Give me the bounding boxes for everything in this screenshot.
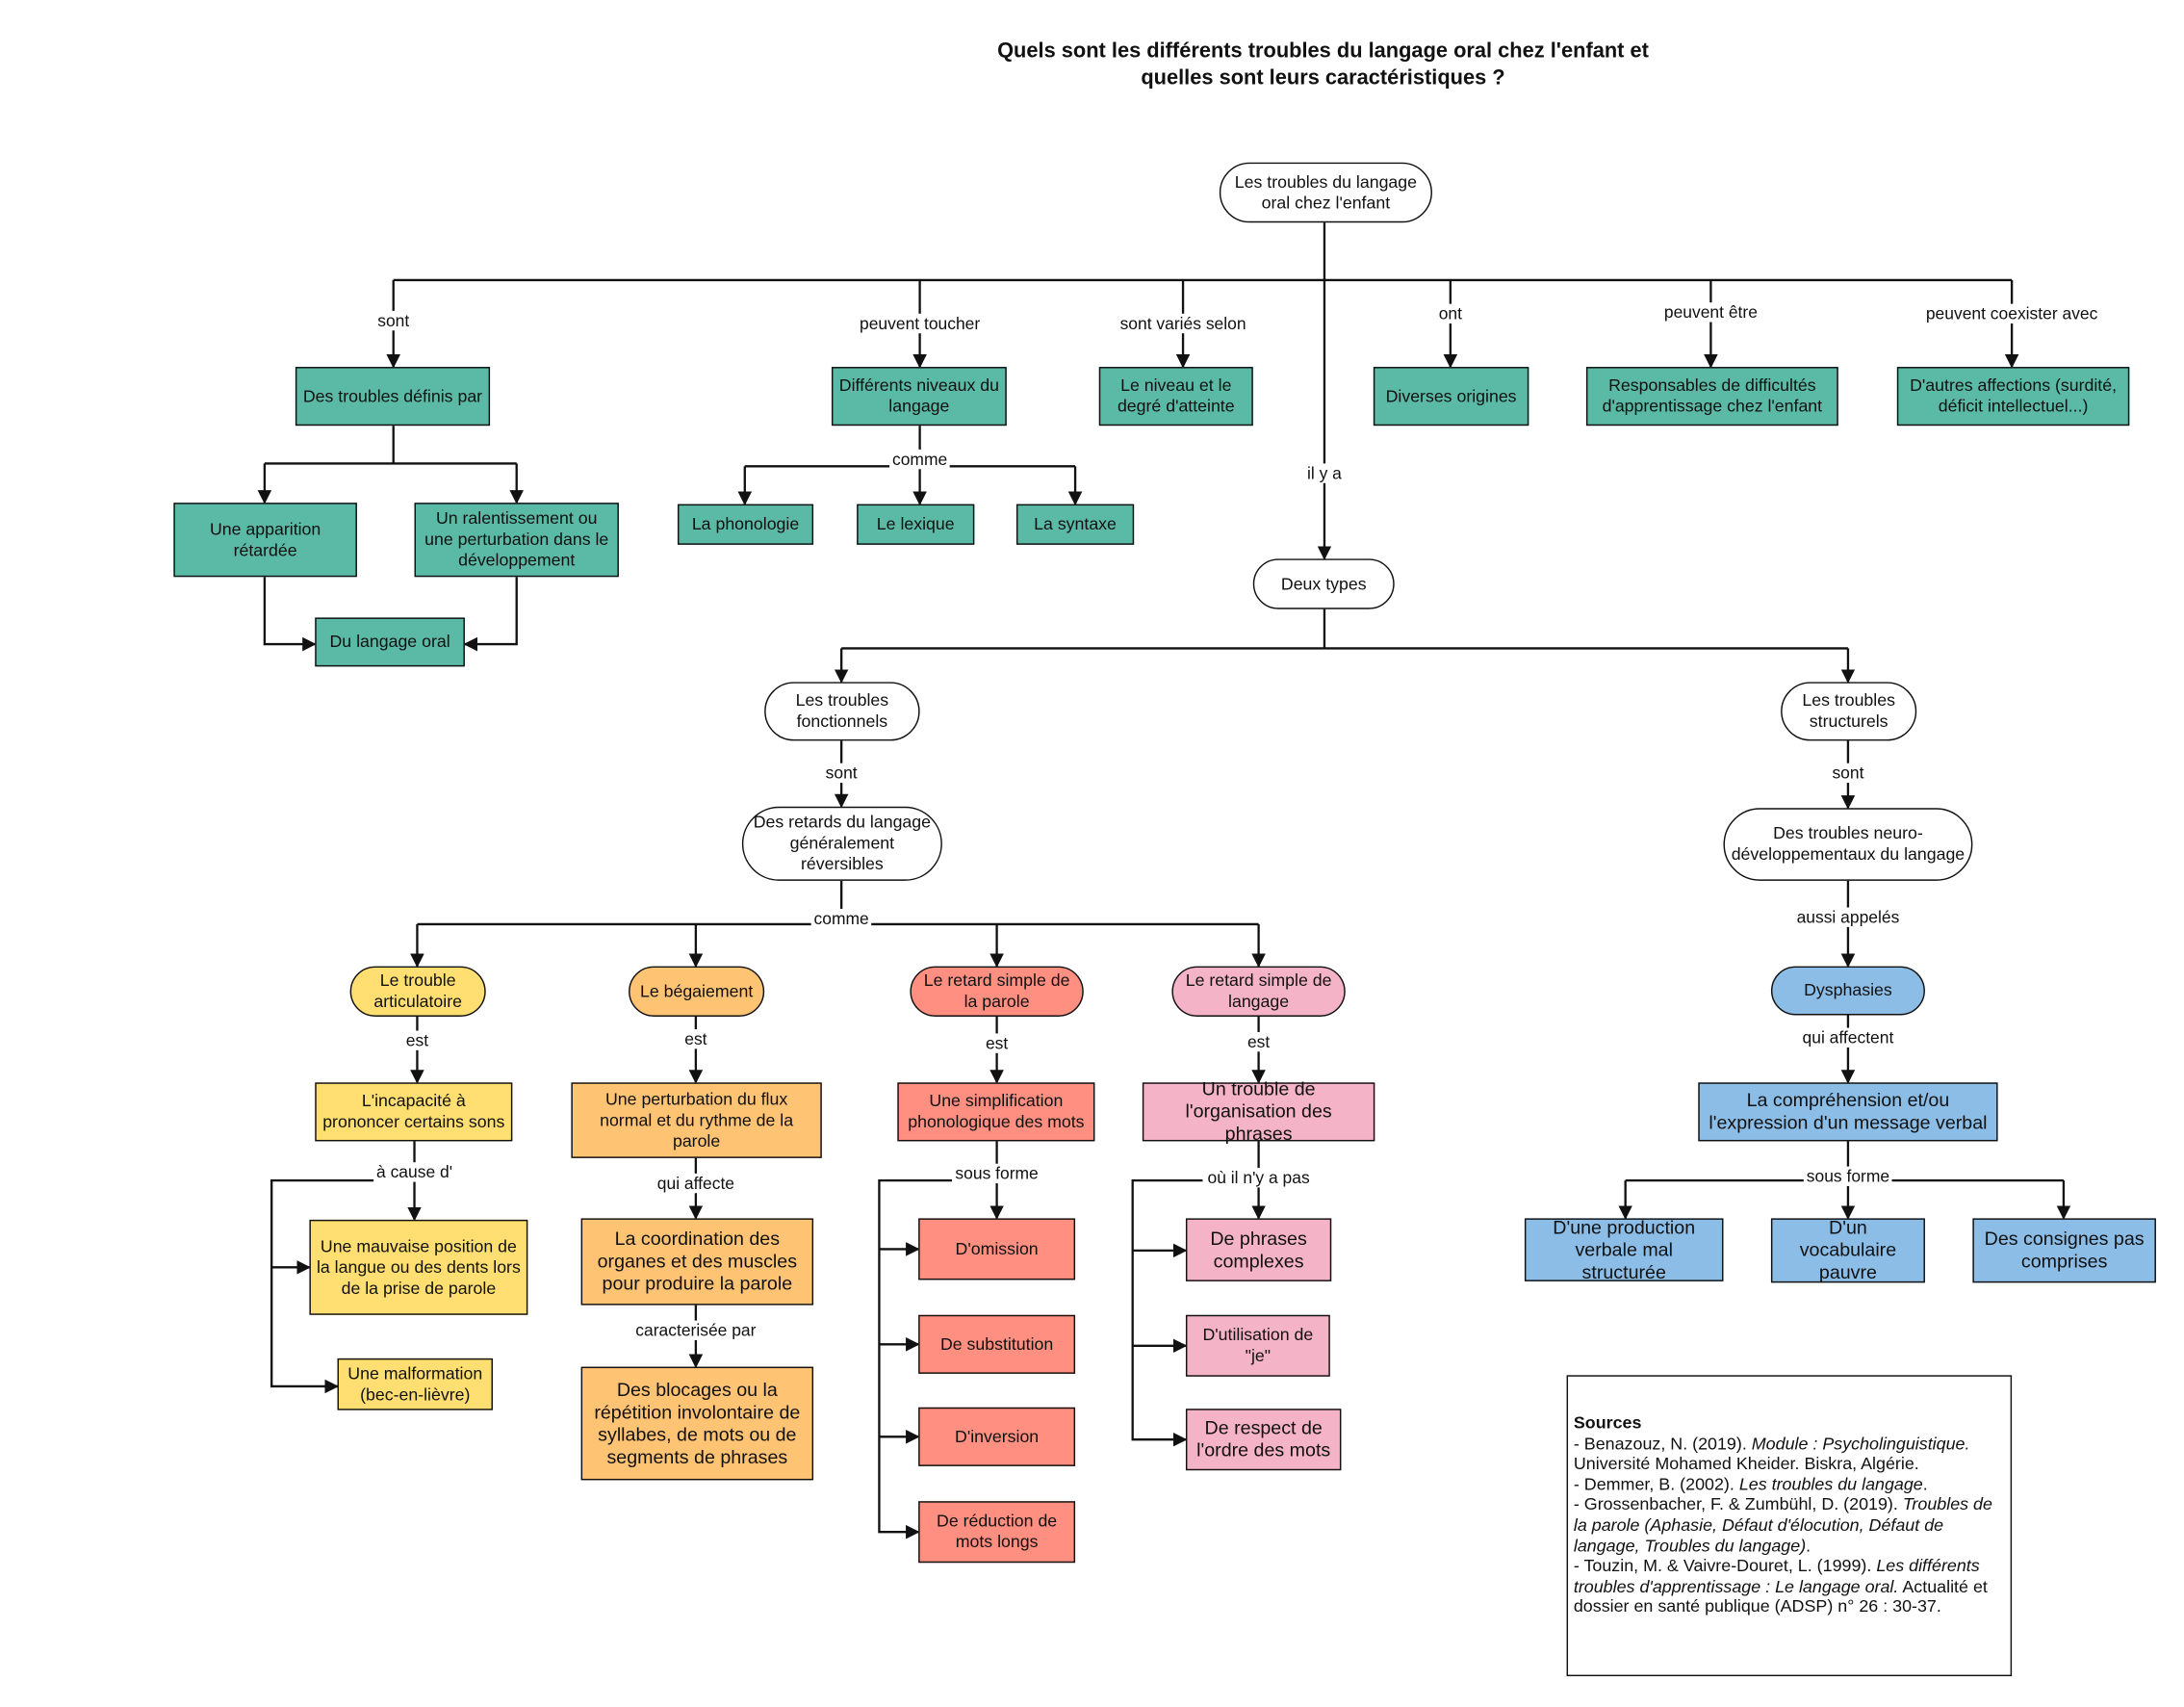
edge-label: peuvent être xyxy=(1660,302,1760,323)
node-ralentissement: Un ralentissement ou une perturbation da… xyxy=(414,503,619,578)
edge-label: sous forme xyxy=(952,1163,1041,1184)
edge-label: peuvent coexister avec xyxy=(1922,303,2101,323)
node-syntaxe: La syntaxe xyxy=(1015,504,1135,545)
edge-label: il y a xyxy=(1304,463,1345,483)
node-niveau-degre: Le niveau et le degré d'atteinte xyxy=(1098,367,1253,427)
node-retard-parole: Le retard simple de la parole xyxy=(910,966,1084,1017)
edge-label: comme xyxy=(810,908,872,929)
source-entry: - Grossenbacher, F. & Zumbühl, D. (2019)… xyxy=(1573,1494,1992,1556)
node-blocages: Des blocages ou la répétition involontai… xyxy=(580,1366,814,1481)
node-retard-langage: Le retard simple de langage xyxy=(1171,966,1346,1017)
edge-label: est xyxy=(983,1033,1012,1053)
connector-arrow xyxy=(463,577,518,652)
connector-arrow xyxy=(270,1178,375,1394)
node-malformation: Une malformation (bec-en-lièvre) xyxy=(337,1358,493,1410)
edge-label: ont xyxy=(1435,303,1465,323)
sources-heading: Sources xyxy=(1573,1412,1642,1433)
node-coordination: La coordination des organes et des muscl… xyxy=(580,1218,814,1306)
edge-label: qui affecte xyxy=(654,1173,737,1194)
edge-label: sont xyxy=(822,763,861,784)
source-entry: - Touzin, M. & Vaivre-Douret, L. (1999).… xyxy=(1573,1556,1988,1616)
connector-arrow xyxy=(878,1178,953,1539)
node-substitution: De substitution xyxy=(918,1314,1076,1374)
edge-label: est xyxy=(402,1030,431,1050)
node-responsables: Responsables de difficultés d'apprentiss… xyxy=(1585,367,1838,427)
edge-label: est xyxy=(681,1029,710,1049)
edge-label: sont variés selon xyxy=(1117,313,1249,334)
edge-label: à cause d' xyxy=(373,1162,455,1182)
node-retards-reversibles: Des retards du langage généralement réve… xyxy=(741,806,942,881)
edge-label: peuvent toucher xyxy=(857,313,984,334)
connector-arrow xyxy=(263,577,317,652)
node-troubles-structurels: Les troubles structurels xyxy=(1781,682,1917,741)
edge-label: comme xyxy=(889,449,951,470)
sources-box: Sources - Benazouz, N. (2019). Module : … xyxy=(1566,1375,2013,1677)
node-phrases-complexes: De phrases complexes xyxy=(1185,1218,1332,1281)
node-troubles-fonctionnels: Les troubles fonctionnels xyxy=(764,682,920,741)
node-langage-oral: Du langage oral xyxy=(315,617,465,667)
source-entry: - Demmer, B. (2002). Les troubles du lan… xyxy=(1573,1474,1928,1494)
node-dysphasies: Dysphasies xyxy=(1770,966,1925,1016)
source-entry: - Benazouz, N. (2019). Module : Psycholi… xyxy=(1573,1433,1970,1474)
page-title: Quels sont les différents troubles du la… xyxy=(997,39,1649,91)
node-utilisation-je: D'utilisation de "je" xyxy=(1185,1314,1330,1377)
node-neuro-developpementaux: Des troubles neuro-développementaux du l… xyxy=(1723,808,1973,881)
node-reduction: De réduction de mots longs xyxy=(918,1501,1076,1564)
edge-label: sont xyxy=(374,310,413,331)
root-node: Les troubles du langage oral chez l'enfa… xyxy=(1219,162,1432,223)
node-production-verbale: D'une production verbale mal structurée xyxy=(1524,1216,1724,1282)
node-diverses-origines: Diverses origines xyxy=(1373,367,1529,427)
node-phonologie: La phonologie xyxy=(677,504,814,545)
node-trouble-articulatoire: Le trouble articulatoire xyxy=(349,966,486,1017)
edge-label: sont xyxy=(1829,763,1867,784)
node-simplification: Une simplification phonologique des mots xyxy=(897,1082,1095,1142)
node-omission: D'omission xyxy=(918,1218,1076,1280)
node-incapacite: L'incapacité à prononcer certains sons xyxy=(315,1082,513,1142)
node-apparition-retardee: Une apparition rétardée xyxy=(173,503,357,578)
node-niveaux-langage: Différents niveaux du langage xyxy=(831,367,1007,427)
edge-label: qui affectent xyxy=(1799,1027,1897,1047)
node-troubles-definis: Des troubles définis par xyxy=(295,367,491,427)
node-comprehension-expression: La compréhension et/ou l'expression d'un… xyxy=(1698,1082,1998,1142)
node-consignes: Des consignes pas comprises xyxy=(1972,1218,2156,1283)
node-vocabulaire-pauvre: D'un vocabulaire pauvre xyxy=(1770,1217,1925,1283)
edge-label: caracterisée par xyxy=(632,1320,759,1340)
node-begaiement: Le bégaiement xyxy=(629,966,765,1017)
node-autres-affections: D'autres affections (surdité, déficit in… xyxy=(1896,367,2130,427)
connector-arrow xyxy=(1131,1178,1203,1447)
node-ordre-mots: De respect de l'ordre des mots xyxy=(1185,1409,1342,1471)
edge-label: est xyxy=(1245,1031,1273,1052)
node-organisation-phrases: Un trouble de l'organisation des phrases xyxy=(1142,1078,1375,1144)
node-lexique: Le lexique xyxy=(857,504,975,545)
node-deux-types: Deux types xyxy=(1252,558,1395,609)
edge-label: sous forme xyxy=(1803,1166,1893,1186)
edge-label: aussi appelés xyxy=(1793,907,1903,927)
node-mauvaise-position: Une mauvaise position de la langue ou de… xyxy=(309,1219,528,1315)
node-perturbation-flux: Une perturbation du flux normal et du ry… xyxy=(571,1082,822,1158)
node-inversion: D'inversion xyxy=(918,1407,1076,1466)
edge-label: où il n'y a pas xyxy=(1204,1168,1313,1188)
